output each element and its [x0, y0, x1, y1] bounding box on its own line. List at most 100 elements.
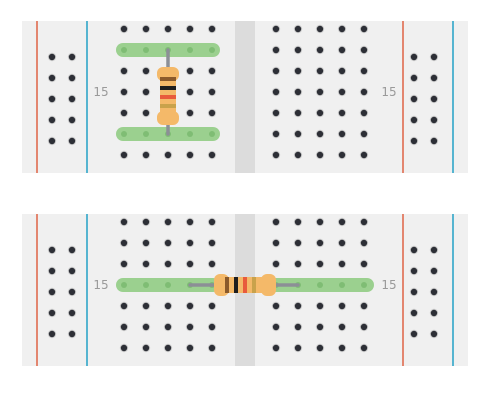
hole: [316, 130, 324, 138]
hole: [272, 25, 280, 33]
hole: [186, 239, 194, 247]
hole: [68, 330, 76, 338]
hole: [410, 116, 418, 124]
hole: [294, 344, 302, 352]
hole: [120, 344, 128, 352]
hole: [48, 267, 56, 275]
hole: [208, 67, 216, 75]
hole: [294, 130, 302, 138]
hole: [316, 46, 324, 54]
hole: [165, 282, 171, 288]
hole: [360, 151, 368, 159]
hole: [338, 239, 346, 247]
row-label-left: 15: [93, 85, 108, 99]
hole: [68, 95, 76, 103]
resistor-band: [252, 277, 256, 293]
hole: [294, 302, 302, 310]
resistor-band: [225, 277, 229, 293]
hole: [142, 151, 150, 159]
resistor-band: [160, 86, 176, 90]
resistor-band: [234, 277, 238, 293]
hole: [120, 302, 128, 310]
hole: [209, 47, 215, 53]
hole: [360, 25, 368, 33]
hole: [164, 239, 172, 247]
hole: [272, 88, 280, 96]
hole: [294, 260, 302, 268]
resistor-band: [160, 104, 176, 108]
hole: [186, 67, 194, 75]
hole: [430, 95, 438, 103]
hole: [338, 130, 346, 138]
row-label-left: 15: [93, 278, 108, 292]
hole: [48, 95, 56, 103]
hole: [68, 288, 76, 296]
hole: [360, 218, 368, 226]
hole: [294, 323, 302, 331]
hole: [48, 288, 56, 296]
hole: [142, 25, 150, 33]
hole: [68, 116, 76, 124]
hole: [142, 260, 150, 268]
hole: [120, 151, 128, 159]
hole: [120, 109, 128, 117]
hole: [209, 131, 215, 137]
hole: [410, 246, 418, 254]
hole: [272, 109, 280, 117]
hole: [410, 288, 418, 296]
hole: [272, 344, 280, 352]
hole: [338, 46, 346, 54]
hole: [430, 246, 438, 254]
hole: [208, 344, 216, 352]
hole: [187, 131, 193, 137]
hole: [410, 137, 418, 145]
hole: [430, 137, 438, 145]
resistor-band: [160, 77, 176, 81]
hole: [142, 88, 150, 96]
resistor: [157, 48, 179, 136]
hole: [430, 288, 438, 296]
hole: [143, 47, 149, 53]
hole: [338, 67, 346, 75]
hole: [121, 47, 127, 53]
hole: [142, 344, 150, 352]
hole: [316, 151, 324, 159]
hole: [164, 25, 172, 33]
hole: [430, 116, 438, 124]
hole: [120, 260, 128, 268]
hole: [68, 309, 76, 317]
hole: [143, 131, 149, 137]
hole: [186, 302, 194, 310]
hole: [430, 74, 438, 82]
hole: [294, 88, 302, 96]
hole: [430, 309, 438, 317]
hole: [410, 74, 418, 82]
hole: [338, 323, 346, 331]
hole: [294, 239, 302, 247]
hole: [360, 323, 368, 331]
hole: [338, 260, 346, 268]
hole: [339, 282, 345, 288]
row-label-right: 15: [381, 85, 396, 99]
hole: [316, 323, 324, 331]
hole: [272, 151, 280, 159]
hole: [410, 309, 418, 317]
hole: [316, 25, 324, 33]
hole: [430, 53, 438, 61]
hole: [294, 151, 302, 159]
hole: [164, 323, 172, 331]
hole: [361, 282, 367, 288]
hole: [360, 109, 368, 117]
row-label-right: 15: [381, 278, 396, 292]
hole: [120, 323, 128, 331]
hole: [48, 74, 56, 82]
hole: [68, 137, 76, 145]
hole: [294, 109, 302, 117]
hole: [294, 218, 302, 226]
hole: [186, 344, 194, 352]
hole: [186, 109, 194, 117]
hole: [430, 330, 438, 338]
